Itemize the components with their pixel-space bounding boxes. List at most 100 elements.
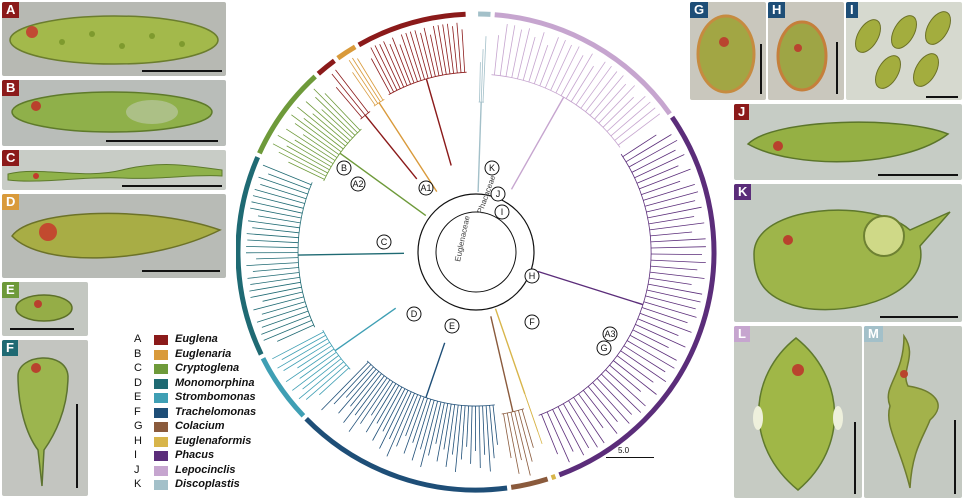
tree-tip-branch [629,334,677,361]
tree-tip-branch [514,411,531,476]
legend-genus-name: Strombomonas [175,391,256,403]
tree-tip-branch [580,65,612,109]
scale-bar [10,328,74,330]
legend-letter: J [134,463,140,476]
tree-tip-branch [411,399,432,461]
clade-band-j [494,12,672,116]
photo-panel-i: I [846,2,962,100]
tree-tip-branch [647,206,702,219]
tree-tip-branch [278,151,327,177]
panel-label-d: D [2,194,20,210]
tree-tip-branch [524,393,543,445]
panel-label-a: A [2,2,20,18]
legend-swatch [154,451,168,461]
tree-tip-branch [435,402,445,444]
tree-node-marker [406,306,422,322]
photo-panel-c: C [2,150,226,190]
tree-tip-branch [609,364,642,392]
tree-tip-branch [650,231,693,237]
tree-tip-branch [598,85,635,124]
tree-node-label: D [411,309,418,319]
scale-bar [122,185,222,187]
tree-tip-branch [389,43,408,86]
scale-bar [880,316,958,318]
tree-tip-branch [480,49,484,103]
legend-genus-name: Euglena [175,333,218,345]
tree-node-label: J [496,189,501,199]
tree-tip-branch [247,239,299,244]
tree-tip-branch [565,53,593,99]
lorica-cell-icon [696,14,756,94]
clade-band-e [260,357,306,418]
tree-tip-branch [456,22,462,73]
legend-swatch [154,393,168,403]
tree-tip-branch [492,405,498,445]
tree-tip-branch [247,272,300,279]
tree-tip-branch [646,289,701,303]
tree-tip-branch [277,324,314,342]
tree-tip-branch [350,371,380,407]
panel-label-m: M [864,326,883,342]
tree-tip-branch [312,113,349,144]
tree-node-label: G [600,343,607,353]
tree-tip-branch [246,246,299,249]
clade-stem [364,114,418,180]
photo-panel-f: F [2,340,88,496]
tree-backbone [435,211,517,293]
legend-swatch [154,465,168,476]
tree-tip-branch [409,31,425,80]
clade-stem [490,316,514,412]
tree-tip-branch [594,83,627,120]
tree-tip-branch [272,143,328,174]
clade-stem [477,102,482,193]
tree-tip-branch [370,381,394,416]
legend-letter: C [134,362,142,374]
tree-tip-branch [452,404,459,455]
tree-tip-branch [485,405,491,472]
tree-node-marker [524,314,540,330]
tree-tip-branch [261,301,306,315]
lorica-cell-icon [776,20,828,92]
tree-tip-branch [250,277,300,285]
tree-tip-branch [268,173,310,190]
tree-tip-branch [643,184,695,201]
legend-item: A Euglena [134,333,294,347]
legend-letter: F [134,405,141,418]
panel-label-l: L [734,326,750,342]
tree-tip-branch [570,65,594,102]
legend-letter: A [134,333,142,345]
tree-tip-branch [635,324,686,348]
tree-node-label: B [341,163,347,173]
tree-tip-branch [258,176,308,195]
tree-tip-branch [482,405,486,455]
tree-node-marker [602,326,618,342]
tree-tip-branch [400,34,418,82]
tree-tip-branch [370,47,394,93]
tree-tip-branch [650,246,706,249]
legend-letter: I [134,449,138,461]
tree-tip-branch [430,34,440,76]
tree-tip-branch [299,351,337,379]
tree-tip-branch [452,26,458,74]
legend-letter: G [134,420,143,432]
tree-tip-branch [648,277,692,285]
legend-genus-name: Euglenaria [175,347,232,360]
tree-tip-branch [262,291,303,302]
tree-tip-branch [250,207,302,219]
tree-tip-branch [281,335,326,360]
tree-tip-branch [252,195,304,209]
tree-tip-branch [470,405,473,464]
tree-tip-branch [272,331,324,360]
tree-tip-branch [257,215,301,224]
clade-stem [494,308,526,395]
tree-tip-branch [436,403,449,462]
tree-tip-branch [383,41,405,88]
tree-tip-branch [382,388,406,432]
tree-tip-branch [396,394,419,447]
